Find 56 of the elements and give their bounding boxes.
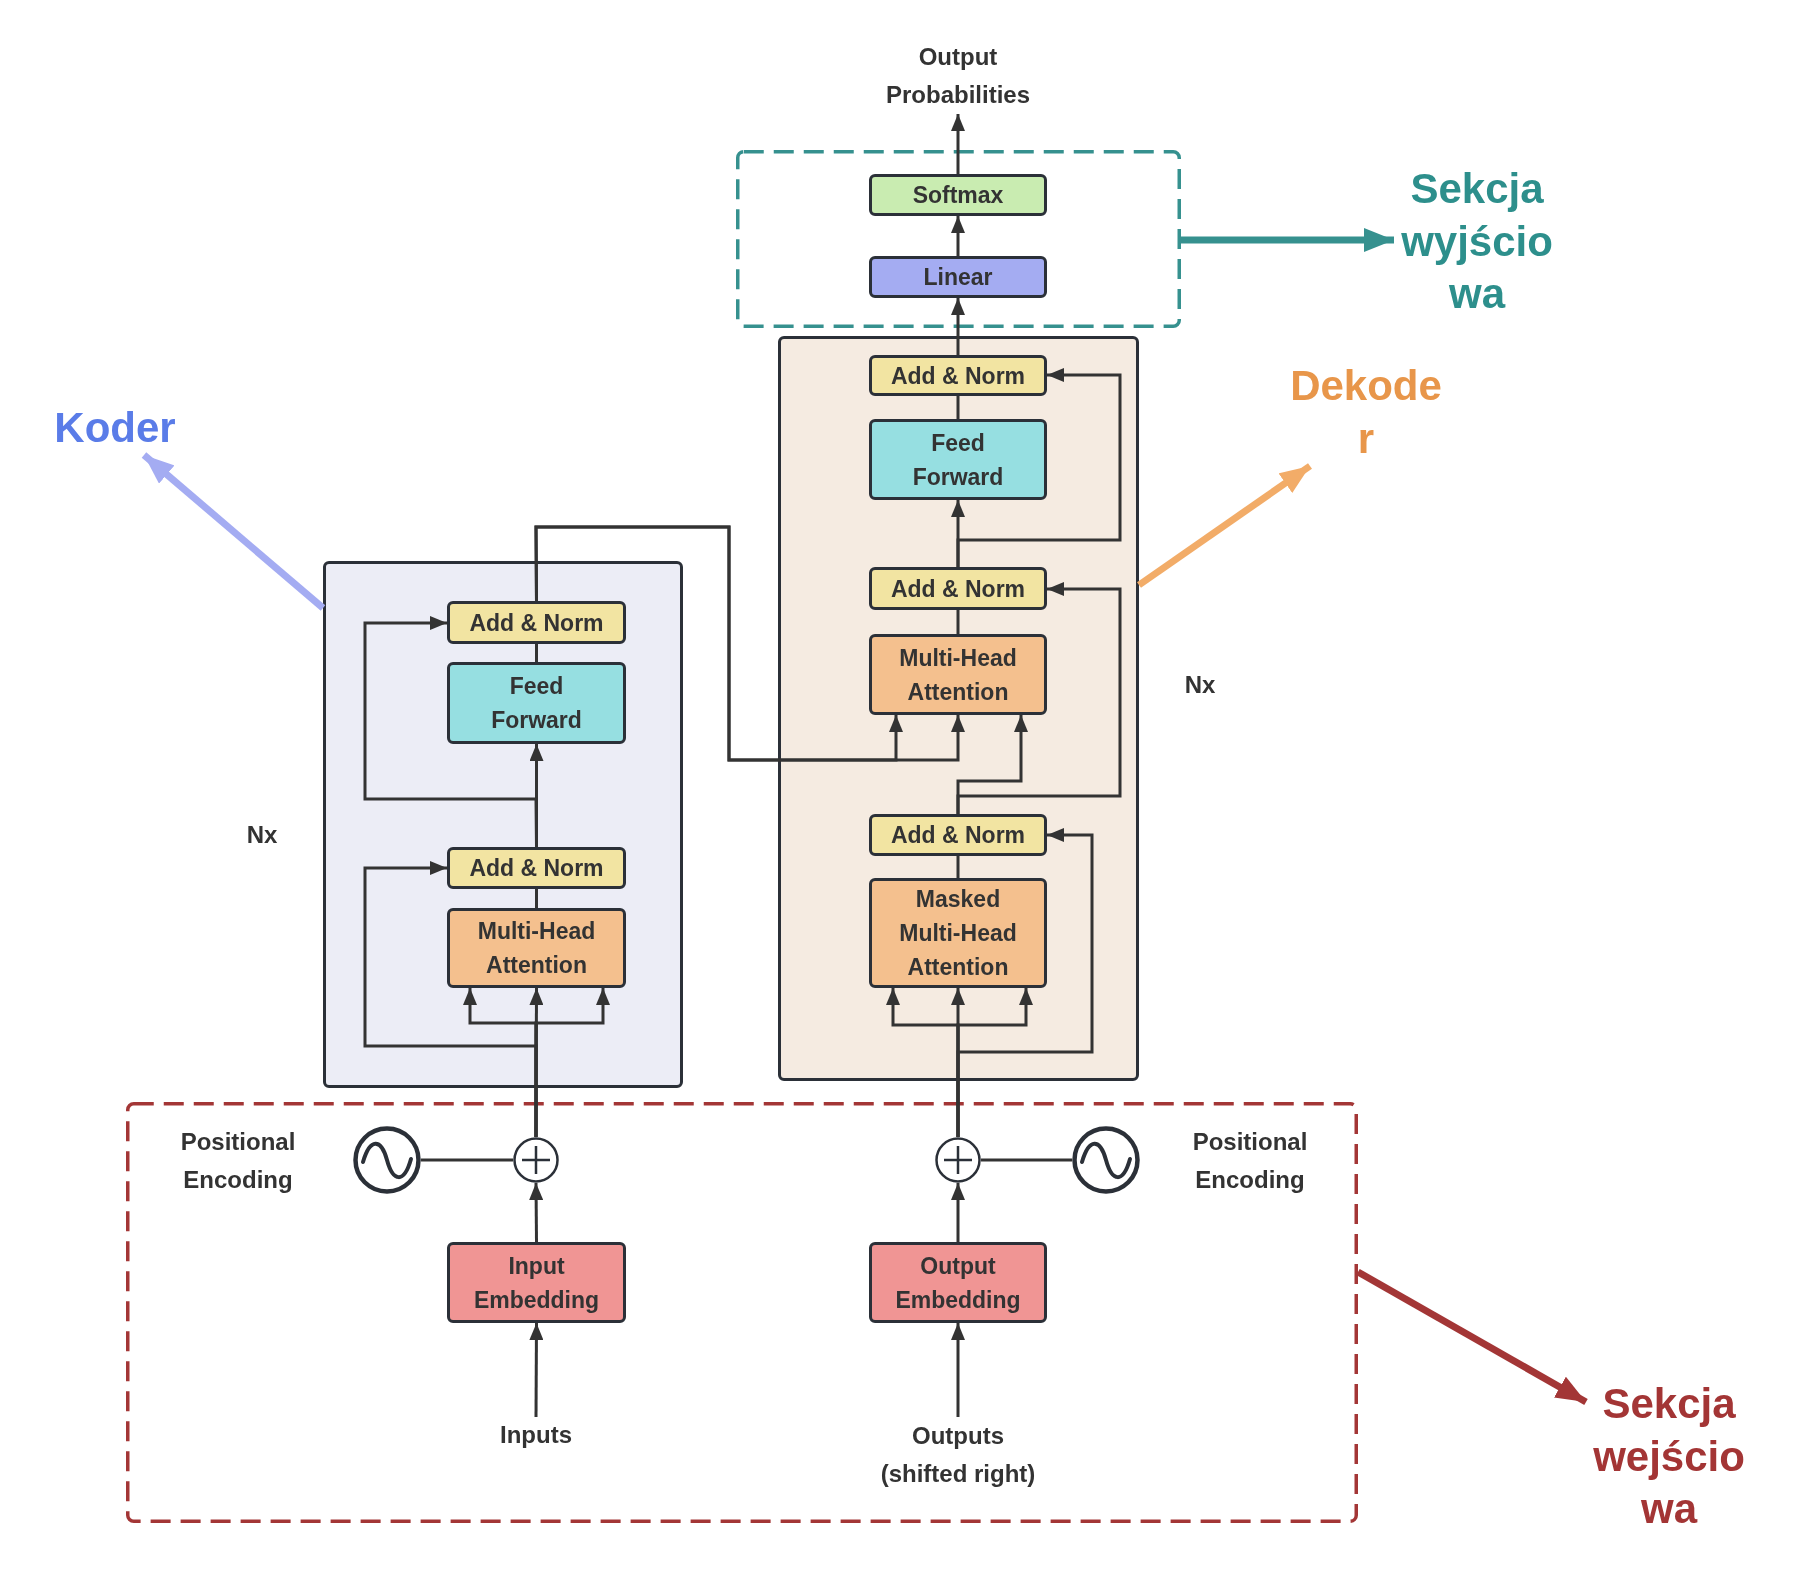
plus-circle-icon — [935, 1137, 981, 1183]
decoder-panel — [778, 336, 1139, 1081]
arrow — [956, 368, 1122, 567]
repeat-count-label: Nx — [245, 820, 279, 850]
output-label: Output Probabilities — [878, 38, 1038, 114]
arrow — [951, 1183, 965, 1242]
arrow — [1137, 463, 1312, 588]
add-norm-block: Add & Norm — [447, 847, 626, 889]
embedding-block: Output Embedding — [869, 1242, 1047, 1323]
arrow — [529, 1183, 544, 1242]
decoder-title: Dekoder — [1287, 360, 1445, 466]
encoder-title: Koder — [50, 402, 180, 455]
positional-encoding-label: Positional Encoding — [179, 1127, 297, 1195]
add-norm-block: Add & Norm — [869, 814, 1047, 856]
arrow — [951, 1323, 965, 1417]
embedding-block: Input Embedding — [447, 1242, 626, 1323]
connector-line — [956, 610, 960, 634]
add-norm-block: Add & Norm — [869, 567, 1047, 610]
attention-block: Multi-Head Attention — [447, 908, 626, 988]
connector-line — [535, 644, 538, 662]
repeat-count-label: Nx — [1183, 670, 1217, 700]
connector-line — [535, 889, 538, 908]
connector-line — [956, 396, 960, 419]
arrow — [956, 582, 1122, 814]
positional-encoding-label: Positional Encoding — [1191, 1127, 1309, 1195]
encoder-panel — [323, 561, 683, 1088]
outputs-label: Outputs (shifted right) — [873, 1417, 1043, 1493]
arrow — [141, 452, 326, 611]
attention-block: Multi-Head Attention — [869, 634, 1047, 715]
arrow — [956, 828, 1094, 1137]
output-section-frame — [736, 150, 1181, 328]
arrow — [529, 1323, 544, 1417]
sine-wave-icon — [1072, 1126, 1140, 1194]
connector-line — [956, 856, 960, 878]
sine-wave-icon — [353, 1126, 421, 1194]
inputs-label: Inputs — [476, 1417, 596, 1453]
arrow — [951, 216, 965, 256]
feed-forward-block: Feed Forward — [869, 419, 1047, 500]
arrow — [363, 861, 538, 1137]
arrow — [363, 616, 538, 847]
add-norm-block: Add & Norm — [447, 601, 626, 644]
input-section-frame — [126, 1102, 1358, 1523]
masked-attention-block: Masked Multi-Head Attention — [869, 878, 1047, 988]
arrow — [951, 298, 965, 355]
feed-forward-block: Feed Forward — [447, 662, 626, 744]
add-norm-block: Add & Norm — [869, 355, 1047, 396]
linear-block: Linear — [869, 256, 1047, 298]
connector-line — [421, 1158, 513, 1162]
arrow — [1356, 1268, 1588, 1406]
output-section-title: Sekcja wyjściowa — [1394, 163, 1560, 322]
plus-circle-icon — [513, 1137, 559, 1183]
arrow — [529, 988, 544, 1137]
arrow — [951, 114, 965, 174]
input-section-title: Sekcja wejściowa — [1586, 1378, 1752, 1537]
connector-line — [981, 1158, 1072, 1162]
softmax-block: Softmax — [869, 174, 1047, 216]
